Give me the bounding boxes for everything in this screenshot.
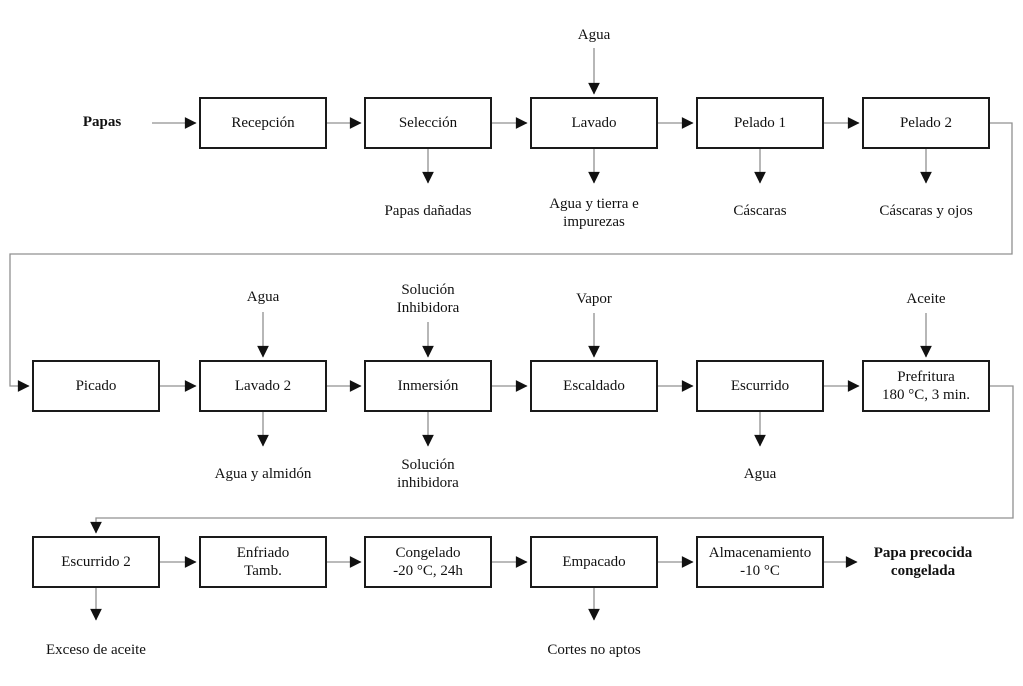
node-label-line2: -10 °C [740, 563, 780, 579]
node-label: Prefritura [897, 369, 955, 385]
output-label-empacado: Cortes no aptos [547, 641, 640, 659]
node-label: Almacenamiento [708, 545, 812, 561]
start-label: Papas [83, 113, 121, 131]
node-escurrido-2: Escurrido 2 [32, 536, 160, 588]
node-label: Lavado [571, 115, 617, 131]
node-label: Lavado 2 [234, 378, 292, 394]
input-arrows [257, 48, 932, 358]
output-text: Exceso de aceite [46, 642, 146, 658]
input-label-escaldado: Vapor [576, 290, 612, 308]
output-text: Cortes no aptos [547, 642, 641, 658]
node-seleccion: Selección [364, 97, 492, 149]
node-escurrido: Escurrido [696, 360, 824, 412]
node-prefritura: Prefritura 180 °C, 3 min. [862, 360, 990, 412]
node-pelado-1: Pelado 1 [696, 97, 824, 149]
wrap-connector-2 [90, 385, 1014, 534]
node-label: Pelado 2 [899, 115, 953, 131]
node-label: Inmersión [397, 378, 459, 394]
node-label: Empacado [562, 554, 626, 570]
input-text: Agua [246, 289, 280, 305]
output-arrows [90, 149, 932, 621]
input-text: Solución [401, 282, 455, 298]
node-label: Escurrido 2 [61, 554, 131, 570]
node-label: Picado [75, 378, 117, 394]
final-product-line2: congelada [890, 563, 956, 579]
node-label-line2: Tamb. [244, 563, 282, 579]
start-label-text: Papas [82, 114, 122, 130]
node-label: Recepción [231, 115, 295, 131]
main-flow-arrows [9, 117, 1014, 568]
input-text-line2: Inhibidora [396, 300, 460, 316]
node-label-line2: -20 °C, 24h [393, 563, 463, 579]
input-label-inmersion: Solución Inhibidora [397, 281, 459, 317]
output-label-lavado-2: Agua y almidón [215, 465, 312, 483]
input-text: Aceite [906, 291, 946, 307]
output-label-inmersion: Solución inhibidora [397, 456, 459, 492]
node-recepcion: Recepción [199, 97, 327, 149]
node-enfriado: Enfriado Tamb. [199, 536, 327, 588]
node-label: Pelado 1 [733, 115, 787, 131]
node-empacado: Empacado [530, 536, 658, 588]
output-label-pelado-2: Cáscaras y ojos [879, 202, 972, 220]
input-label-lavado: Agua [578, 26, 611, 44]
node-lavado: Lavado [530, 97, 658, 149]
node-lavado-2: Lavado 2 [199, 360, 327, 412]
output-label-lavado: Agua y tierra e impurezas [549, 195, 639, 231]
node-congelado: Congelado -20 °C, 24h [364, 536, 492, 588]
input-text: Agua [577, 27, 611, 43]
node-label: Escurrido [730, 378, 790, 394]
node-label: Congelado [395, 545, 461, 561]
output-text: Papas dañadas [384, 203, 472, 219]
node-label: Selección [398, 115, 458, 131]
output-label-escurrido: Agua [744, 465, 777, 483]
node-inmersion: Inmersión [364, 360, 492, 412]
wrap-connector-1 [9, 122, 1013, 392]
output-text: Solución [401, 457, 455, 473]
output-label-escurrido-2: Exceso de aceite [46, 641, 146, 659]
output-label-pelado-1: Cáscaras [733, 202, 786, 220]
final-product-line1: Papa precocida [873, 545, 973, 561]
input-label-prefritura: Aceite [906, 290, 945, 308]
output-label-seleccion: Papas dañadas [384, 202, 471, 220]
output-text-line2: inhibidora [397, 475, 459, 491]
output-text: Cáscaras y ojos [879, 203, 973, 219]
node-label-line2: 180 °C, 3 min. [881, 387, 971, 403]
node-label: Enfriado [236, 545, 290, 561]
final-product-label: Papa precocida congelada [874, 544, 972, 580]
input-text: Vapor [576, 291, 612, 307]
node-label: Escaldado [563, 378, 625, 394]
node-pelado-2: Pelado 2 [862, 97, 990, 149]
output-text: Cáscaras [733, 203, 787, 219]
output-text: Agua y almidón [214, 466, 312, 482]
node-almacenamiento: Almacenamiento -10 °C [696, 536, 824, 588]
node-escaldado: Escaldado [530, 360, 658, 412]
output-text: Agua y tierra e [549, 196, 639, 212]
node-picado: Picado [32, 360, 160, 412]
output-text-line2: impurezas [563, 214, 625, 230]
input-label-lavado-2: Agua [247, 288, 280, 306]
output-text: Agua [743, 466, 777, 482]
